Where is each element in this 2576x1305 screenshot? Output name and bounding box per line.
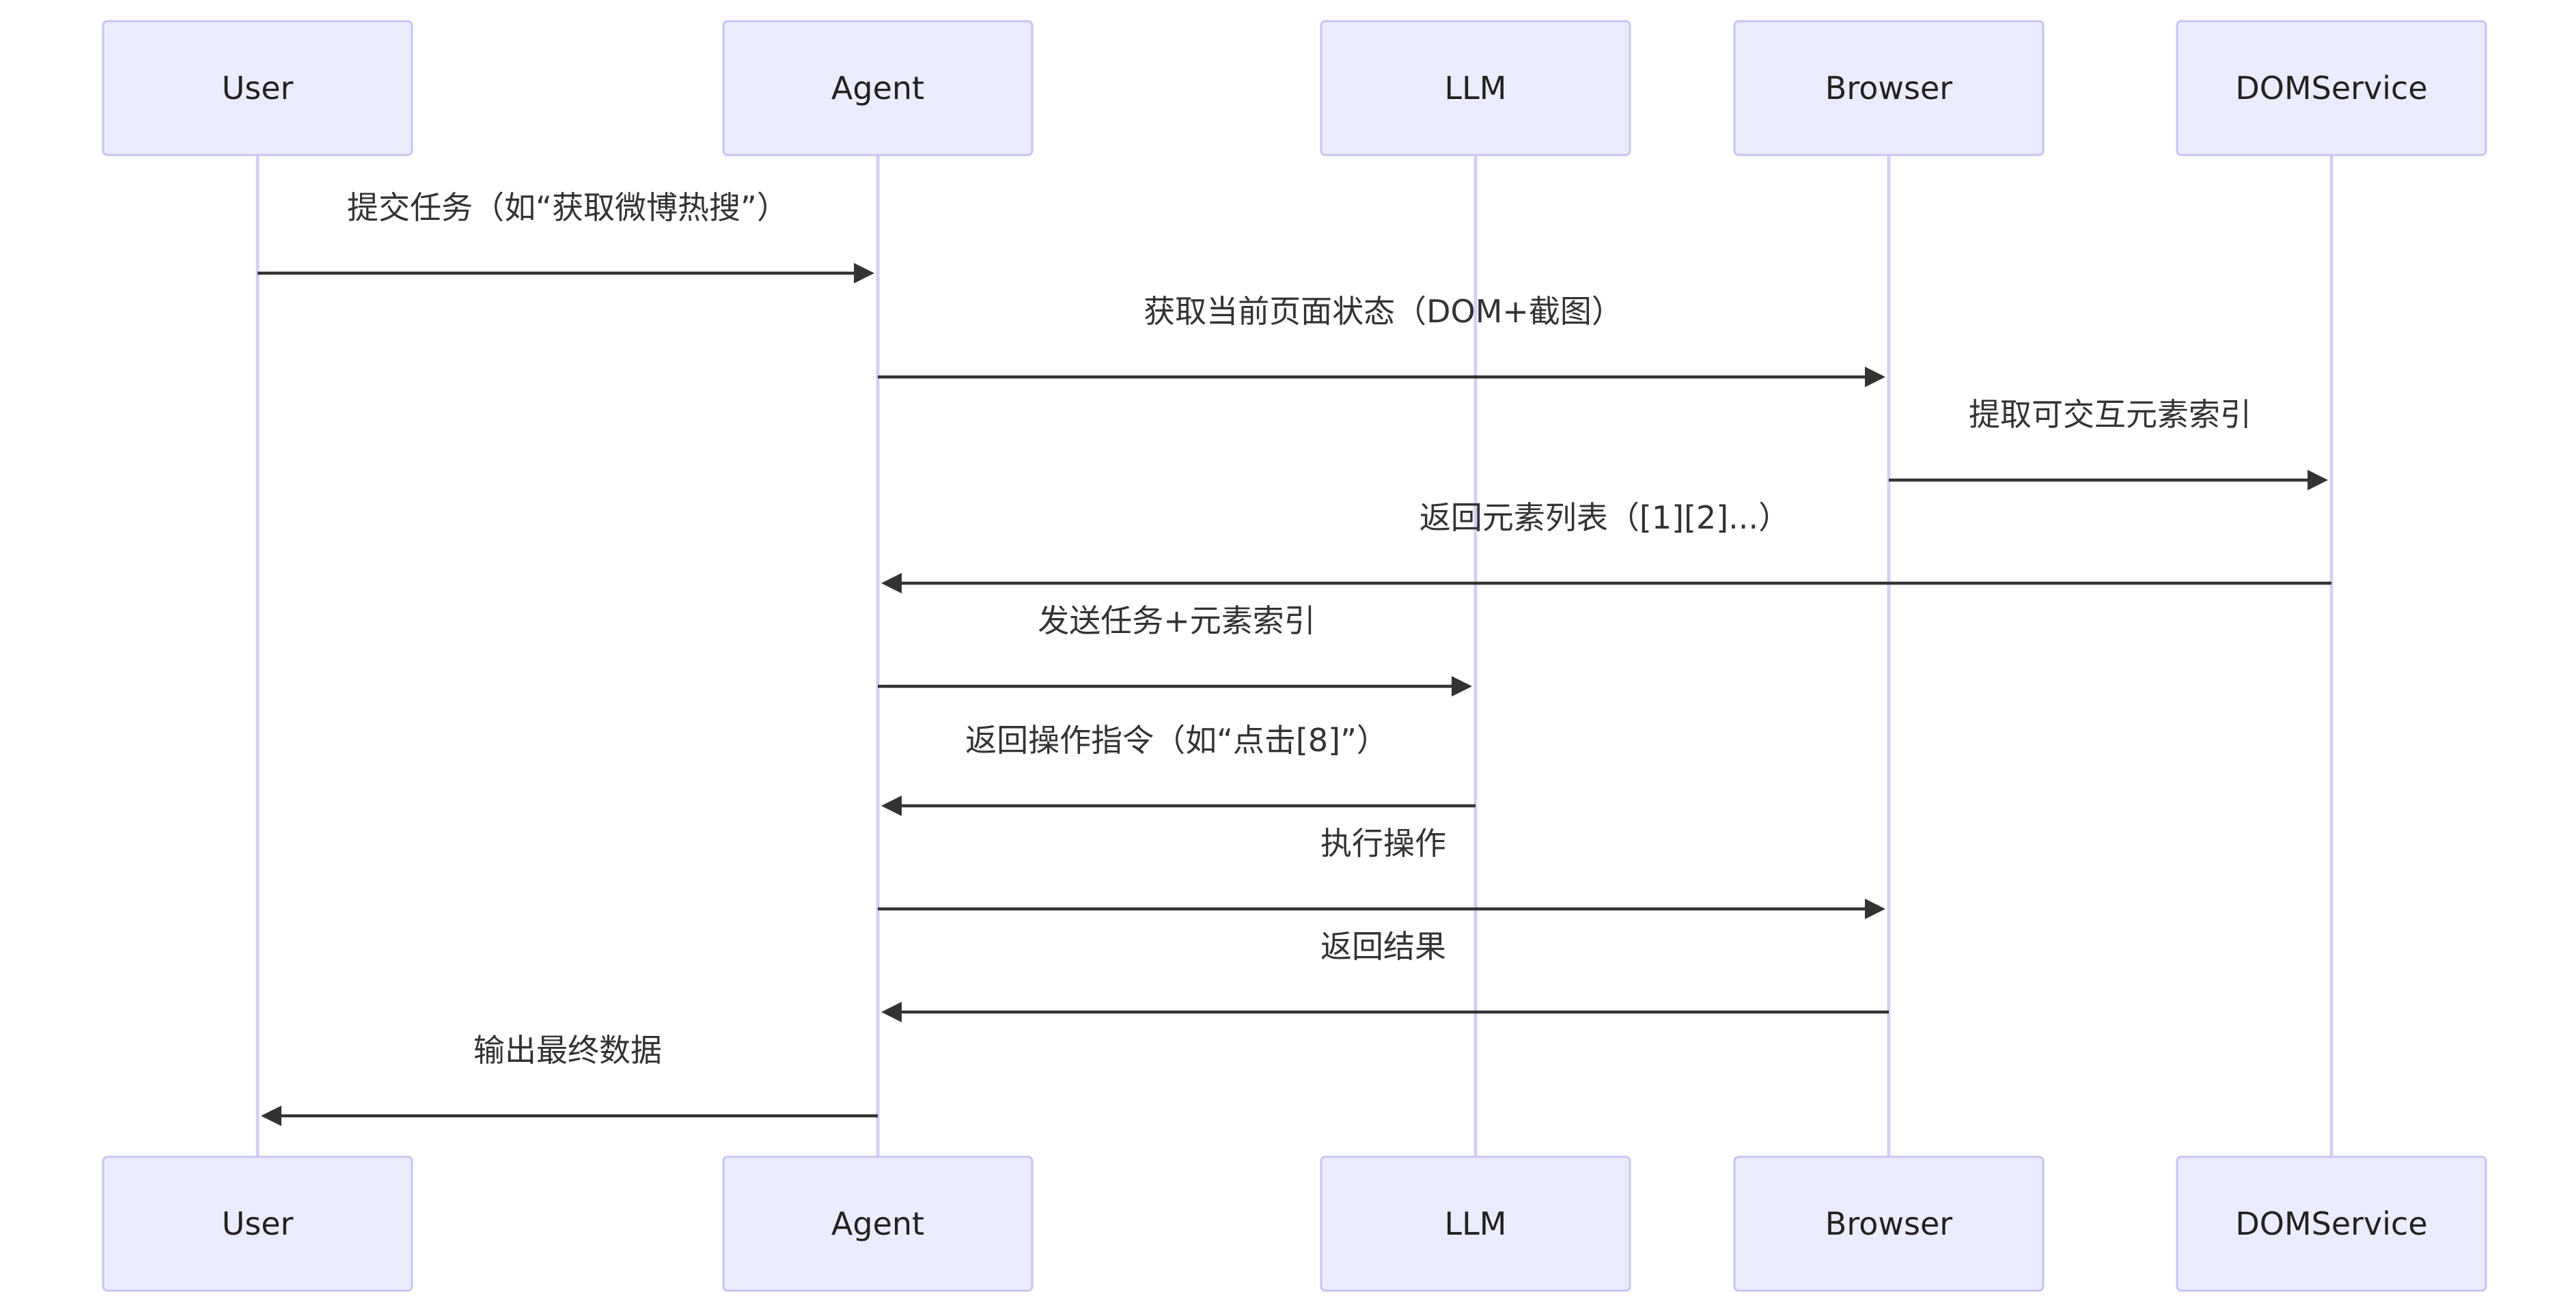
message-label: 提取可交互元素索引 bbox=[1969, 396, 2252, 433]
message-7: 执行操作 bbox=[878, 825, 1885, 919]
participant-label: DOMService bbox=[2235, 1205, 2427, 1242]
message-label: 返回结果 bbox=[1320, 928, 1446, 965]
participant-box bbox=[1320, 20, 1631, 156]
lifelines bbox=[255, 155, 2333, 1157]
participant-box bbox=[102, 20, 413, 156]
message-arrowhead bbox=[854, 263, 874, 283]
message-3: 提取可交互元素索引 bbox=[1889, 396, 2328, 490]
participant-dom-bottom: DOMService bbox=[2176, 1155, 2487, 1292]
participant-agent-bottom: Agent bbox=[722, 1155, 1034, 1292]
message-arrowhead bbox=[1865, 367, 1885, 387]
participant-label: Agent bbox=[831, 1205, 924, 1242]
message-label: 返回元素列表（[1][2]...） bbox=[1419, 499, 1790, 536]
participant-llm-top: LLM bbox=[1320, 20, 1631, 156]
message-arrowhead bbox=[881, 1002, 902, 1022]
participant-llm-bottom: LLM bbox=[1320, 1155, 1631, 1292]
participants-bottom: User Agent LLM Browser DOMService bbox=[102, 1155, 2487, 1292]
message-label: 返回操作指令（如“点击[8]”） bbox=[965, 722, 1388, 759]
message-label: 提交任务（如“获取微博热搜”） bbox=[347, 189, 788, 226]
message-label: 输出最终数据 bbox=[473, 1032, 662, 1069]
participant-user-bottom: User bbox=[102, 1155, 413, 1292]
message-label: 发送任务+元素索引 bbox=[1038, 602, 1316, 639]
participant-box bbox=[2176, 20, 2487, 156]
participant-box bbox=[2176, 1155, 2487, 1292]
participant-box bbox=[722, 20, 1034, 156]
participant-box bbox=[722, 1155, 1034, 1292]
message-arrowhead bbox=[881, 573, 902, 593]
message-6: 返回操作指令（如“点击[8]”） bbox=[881, 722, 1476, 816]
message-8: 返回结果 bbox=[881, 928, 1889, 1022]
messages: 提交任务（如“获取微博热搜”） 获取当前页面状态（DOM+截图） 提取可交互元素索引… bbox=[258, 189, 2331, 1126]
participant-browser-bottom: Browser bbox=[1733, 1155, 2045, 1292]
participant-label: DOMService bbox=[2235, 70, 2427, 107]
message-label: 获取当前页面状态（DOM+截图） bbox=[1144, 293, 1623, 330]
participant-label: Browser bbox=[1825, 70, 1952, 107]
message-arrowhead bbox=[1865, 899, 1885, 919]
participant-box bbox=[1320, 1155, 1631, 1292]
participant-label: LLM bbox=[1445, 1205, 1507, 1242]
participant-box bbox=[1733, 20, 2045, 156]
message-label: 执行操作 bbox=[1320, 825, 1446, 862]
message-arrowhead bbox=[261, 1106, 281, 1126]
message-5: 发送任务+元素索引 bbox=[878, 602, 1472, 697]
participant-label: User bbox=[222, 70, 294, 107]
message-2: 获取当前页面状态（DOM+截图） bbox=[878, 293, 1885, 387]
message-arrowhead bbox=[1452, 676, 1472, 697]
participant-label: Browser bbox=[1825, 1205, 1952, 1242]
participant-box bbox=[102, 1155, 413, 1292]
participants-top: User Agent LLM Browser DOMService bbox=[102, 20, 2487, 156]
message-arrowhead bbox=[881, 796, 902, 816]
message-1: 提交任务（如“获取微博热搜”） bbox=[258, 189, 874, 283]
participant-box bbox=[1733, 1155, 2045, 1292]
participant-user-top: User bbox=[102, 20, 413, 156]
participant-agent-top: Agent bbox=[722, 20, 1034, 156]
participant-label: Agent bbox=[831, 70, 924, 107]
message-arrowhead bbox=[2308, 470, 2328, 490]
participant-browser-top: Browser bbox=[1733, 20, 2045, 156]
participant-label: LLM bbox=[1445, 70, 1507, 107]
participant-label: User bbox=[222, 1205, 294, 1242]
message-4: 返回元素列表（[1][2]...） bbox=[881, 499, 2331, 593]
message-9: 输出最终数据 bbox=[261, 1032, 878, 1126]
participant-dom-top: DOMService bbox=[2176, 20, 2487, 156]
